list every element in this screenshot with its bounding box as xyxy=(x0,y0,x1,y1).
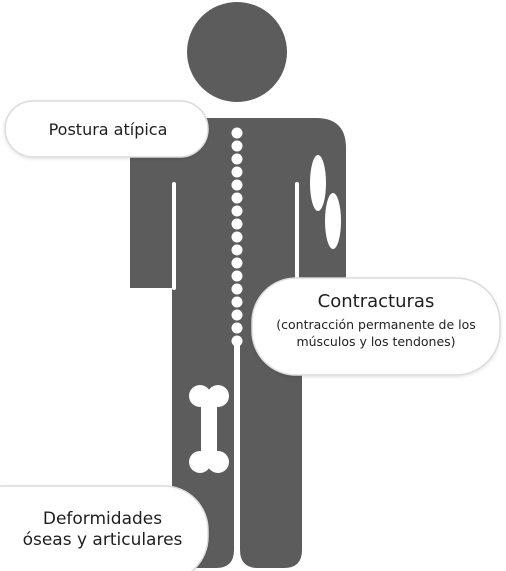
arm-lines xyxy=(172,182,299,571)
muscle-oval-upper xyxy=(310,155,326,211)
bone-knob xyxy=(189,451,211,473)
callout-deformities-line1: Deformidades xyxy=(42,509,163,529)
callout-contractures-title: Contracturas xyxy=(317,291,435,312)
spine-dot xyxy=(231,166,243,178)
spine-dot xyxy=(231,283,243,295)
head-shape xyxy=(187,2,287,102)
right-leg-shape xyxy=(240,330,302,568)
spine-dot xyxy=(231,322,243,334)
bone-shaft xyxy=(201,400,217,458)
muscle-oval-lower xyxy=(325,193,341,249)
spine-dot xyxy=(231,257,243,269)
muscle-oval-icon xyxy=(310,155,341,249)
callout-deformities-label: Deformidades óseas y articulares xyxy=(0,509,205,551)
callout-contractures-description: (contracción permanente de los músculos … xyxy=(276,317,476,349)
spine-dot xyxy=(231,205,243,217)
spine-dot xyxy=(231,140,243,152)
callout-posture-bubble xyxy=(4,100,209,158)
callout-deformities-bubble xyxy=(0,485,209,571)
spine-dot xyxy=(231,335,243,347)
spine-dot xyxy=(231,192,243,204)
spine-dot xyxy=(231,244,243,256)
spine-dot xyxy=(231,218,243,230)
spine-dot xyxy=(231,296,243,308)
spine-dot xyxy=(231,127,243,139)
spine-dots-icon xyxy=(231,127,243,347)
callout-bubbles xyxy=(0,100,501,571)
bone-knob xyxy=(189,385,211,407)
spine-dot xyxy=(231,270,243,282)
callout-contractures-bubble xyxy=(251,277,501,376)
spine-dot xyxy=(231,231,243,243)
callout-deformities-line2: óseas y articulares xyxy=(22,530,183,550)
spine-dot xyxy=(231,309,243,321)
bone-knob xyxy=(207,451,229,473)
bone-icon xyxy=(189,385,229,473)
callout-posture-label: Postura atípica xyxy=(48,120,168,139)
spine-dot xyxy=(231,153,243,165)
bone-knob xyxy=(207,385,229,407)
spine-dot xyxy=(231,179,243,191)
